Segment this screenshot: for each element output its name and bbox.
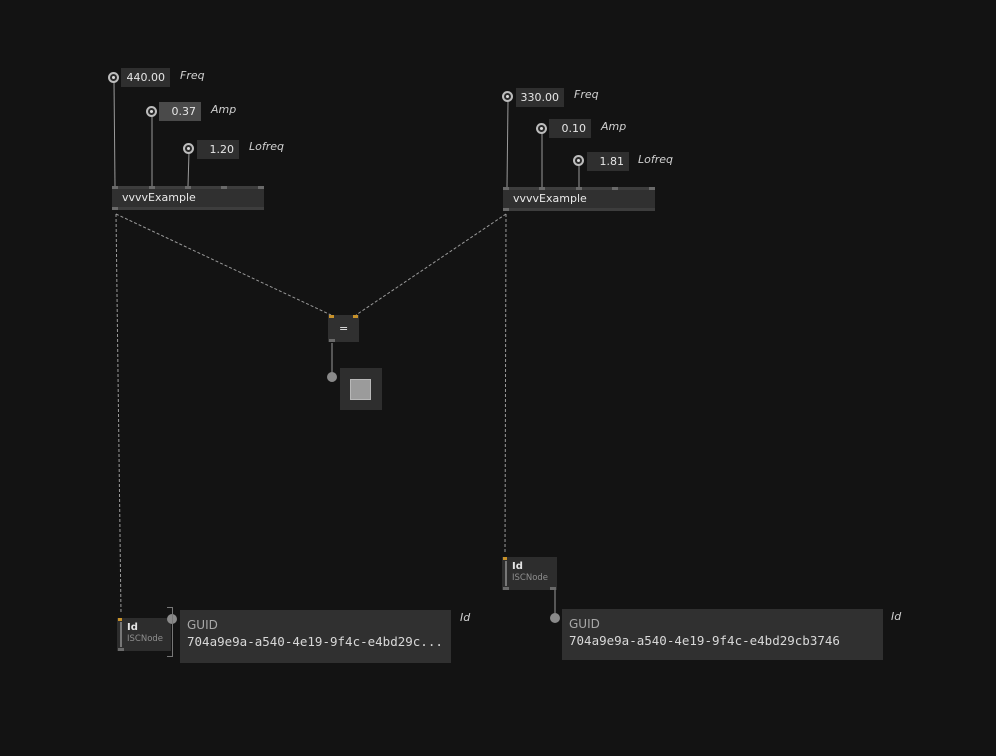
input-pin[interactable]: [503, 187, 509, 190]
amp-label: Amp: [601, 120, 627, 133]
input-pin[interactable]: [329, 315, 334, 318]
input-pin[interactable]: [118, 618, 122, 621]
node-category: ISCNode: [127, 634, 164, 644]
right-vvvv-example-node[interactable]: vvvvExample: [503, 187, 655, 211]
node-title: vvvvExample: [513, 192, 587, 205]
toggle-input-dot[interactable]: [327, 372, 337, 382]
freq-value-box[interactable]: 440.00: [121, 68, 170, 87]
equals-node[interactable]: =: [328, 315, 359, 342]
guid-value[interactable]: 704a9e9a-a540-4e19-9f4c-e4bd29cb3746: [569, 633, 840, 648]
node-title: =: [339, 322, 349, 335]
selection-bracket-icon: [167, 607, 173, 657]
output-pin[interactable]: [550, 587, 556, 590]
amp-pad-icon[interactable]: [146, 106, 157, 117]
right-id-node[interactable]: Id ISCNode: [502, 557, 557, 590]
node-title: Id: [127, 622, 138, 633]
amp-value-box[interactable]: 0.10: [549, 119, 591, 138]
toggle-square-icon: [350, 379, 371, 400]
lofreq-value-box[interactable]: 1.81: [587, 152, 629, 171]
lofreq-pad-icon[interactable]: [573, 155, 584, 166]
output-pin-bar: [503, 208, 655, 211]
left-id-node[interactable]: Id ISCNode: [117, 618, 171, 651]
output-pin[interactable]: [329, 339, 335, 342]
input-pin[interactable]: [576, 187, 582, 190]
toggle-box[interactable]: [340, 368, 382, 410]
lofreq-label: Lofreq: [638, 153, 674, 166]
amp-label: Amp: [211, 103, 237, 116]
input-pin[interactable]: [112, 186, 118, 189]
left-guid-box[interactable]: GUID 704a9e9a-a540-4e19-9f4c-e4bd29c...: [180, 610, 451, 663]
output-pin-bar: [112, 207, 264, 210]
output-pin[interactable]: [112, 207, 118, 210]
right-guid-pin-label: Id: [891, 610, 902, 623]
left-vvvv-example-node[interactable]: vvvvExample: [112, 186, 264, 210]
guid-value[interactable]: 704a9e9a-a540-4e19-9f4c-e4bd29c...: [187, 634, 443, 649]
node-category: ISCNode: [512, 573, 549, 583]
output-pin[interactable]: [503, 208, 509, 211]
output-pin[interactable]: [503, 587, 509, 590]
lofreq-value-box[interactable]: 1.20: [197, 140, 239, 159]
left-guid-pin-label: Id: [460, 611, 471, 624]
amp-value-box[interactable]: 0.37: [159, 102, 201, 121]
freq-value-box[interactable]: 330.00: [516, 88, 564, 107]
node-title: Id: [512, 561, 523, 572]
input-pin[interactable]: [353, 315, 358, 318]
input-pin[interactable]: [649, 187, 655, 190]
node-side-bar: [120, 622, 122, 647]
lofreq-label: Lofreq: [249, 140, 285, 153]
input-pin[interactable]: [185, 186, 191, 189]
right-guid-input-dot[interactable]: [550, 613, 560, 623]
input-pin[interactable]: [612, 187, 618, 190]
lofreq-pad-icon[interactable]: [183, 143, 194, 154]
freq-pad-icon[interactable]: [502, 91, 513, 102]
freq-label: Freq: [574, 88, 599, 101]
guid-label: GUID: [187, 618, 218, 632]
input-pin[interactable]: [258, 186, 264, 189]
input-pin[interactable]: [503, 557, 507, 560]
guid-label: GUID: [569, 617, 600, 631]
input-pin[interactable]: [539, 187, 545, 190]
right-guid-box[interactable]: GUID 704a9e9a-a540-4e19-9f4c-e4bd29cb374…: [562, 609, 883, 660]
node-title: vvvvExample: [122, 191, 196, 204]
freq-pad-icon[interactable]: [108, 72, 119, 83]
node-side-bar: [505, 561, 507, 586]
freq-label: Freq: [180, 69, 205, 82]
amp-pad-icon[interactable]: [536, 123, 547, 134]
output-pin[interactable]: [118, 648, 124, 651]
input-pin[interactable]: [149, 186, 155, 189]
input-pin[interactable]: [221, 186, 227, 189]
